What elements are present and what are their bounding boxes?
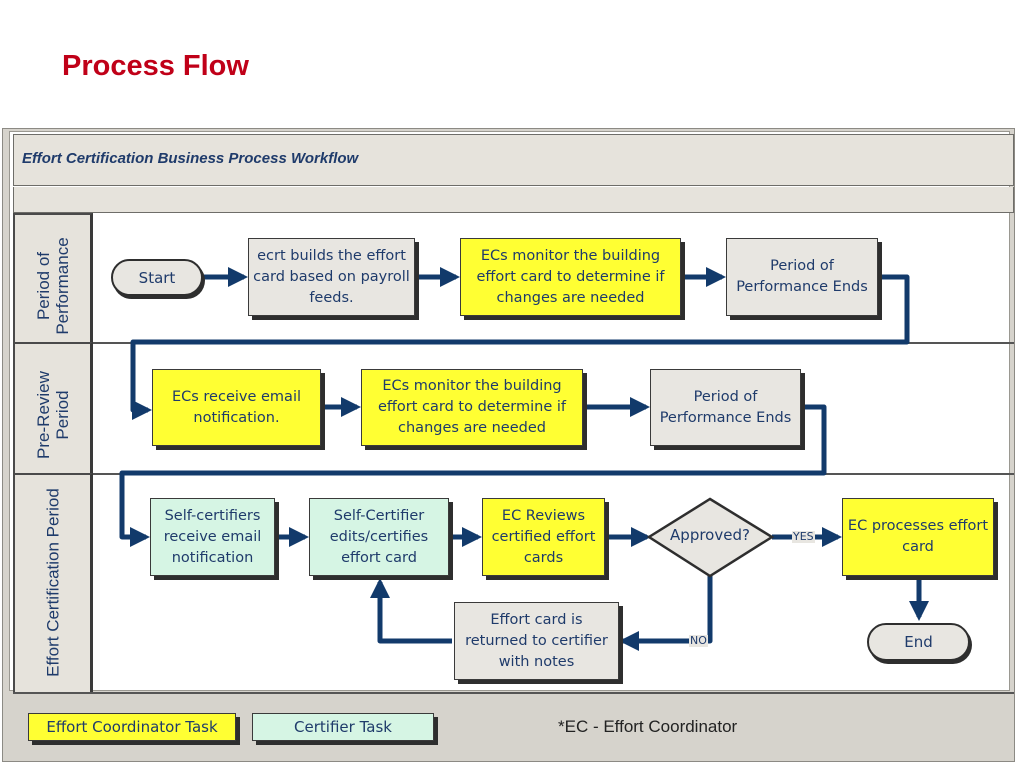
lane-bottom-border <box>13 692 1014 694</box>
node-ec-processes: EC processes effort card <box>842 498 994 576</box>
node-ec-monitor-1: ECs monitor the building effort card to … <box>460 238 681 316</box>
arrow-pop1-to-receive-email <box>130 274 910 420</box>
slide-title: Process Flow <box>62 50 249 82</box>
node-pop-ends-1: Period of Performance Ends <box>726 238 878 316</box>
node-self-cert-receive: Self-certifiers receive email notificati… <box>150 498 275 576</box>
node-ecrt-builds: ecrt builds the effort card based on pay… <box>248 238 415 316</box>
edge-label-no: NO <box>689 634 708 647</box>
node-ec-receive-email: ECs receive email notification. <box>152 369 321 446</box>
legend-note: *EC - Effort Coordinator <box>558 717 738 736</box>
node-approved-label: Approved? <box>670 526 750 544</box>
lane-effort-certification-period: Effort Certification Period <box>13 473 93 694</box>
approved-diamond <box>646 497 775 578</box>
arrow-pop2-to-self-cert <box>119 404 827 547</box>
diagram-title: Effort Certification Business Process Wo… <box>22 150 359 167</box>
legend-ec-task: Effort Coordinator Task <box>28 713 236 741</box>
node-ec-monitor-2: ECs monitor the building effort card to … <box>361 369 583 446</box>
end-node: End <box>867 623 970 661</box>
node-pop-ends-2: Period of Performance Ends <box>650 369 801 446</box>
diagram-header <box>13 134 1014 186</box>
arrow-returned-to-edits <box>370 578 452 644</box>
arrow-approved-no <box>619 576 713 651</box>
lane-period-of-performance: Period of Performance <box>13 213 93 344</box>
lane-pre-review-period: Pre-Review Period <box>13 342 93 475</box>
legend-certifier-task: Certifier Task <box>252 713 434 741</box>
node-ec-reviews: EC Reviews certified effort cards <box>482 498 605 576</box>
edge-label-yes: YES <box>792 530 815 543</box>
diagram-header-subband <box>13 187 1014 213</box>
start-node: Start <box>111 259 203 296</box>
node-returned: Effort card is returned to certifier wit… <box>454 602 619 680</box>
node-self-cert-edits: Self-Certifier edits/certifies effort ca… <box>309 498 449 576</box>
